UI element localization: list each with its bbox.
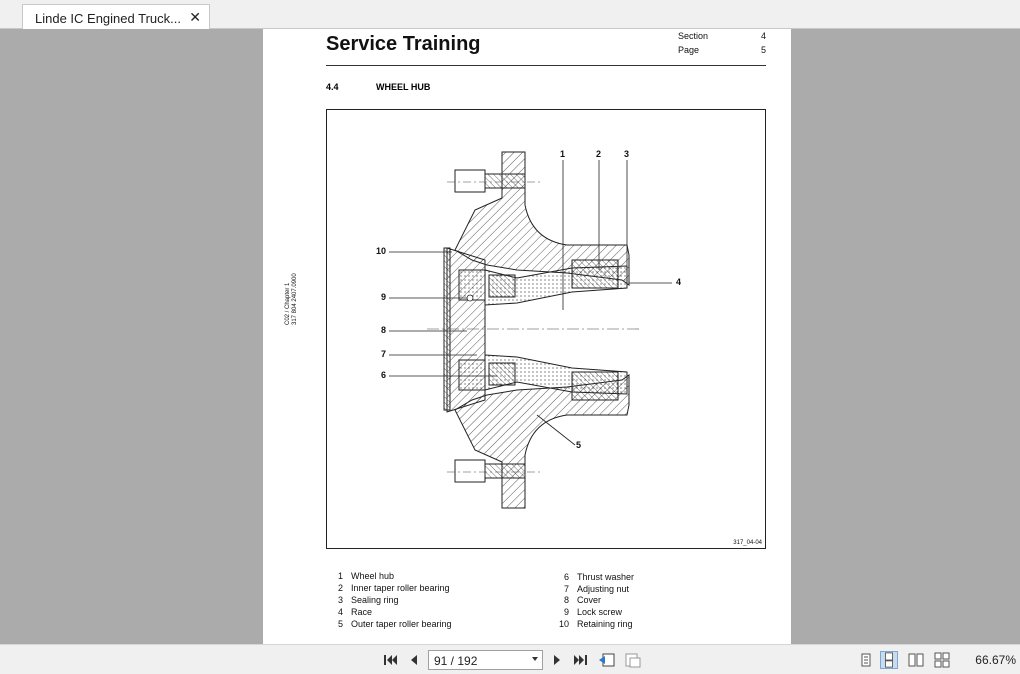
- legend-item: 10 Retaining ring: [559, 619, 633, 629]
- next-page-button[interactable]: [548, 651, 566, 669]
- legend-item: 4 Race: [338, 607, 373, 617]
- legend-item: 5 Outer taper roller bearing: [338, 619, 452, 629]
- legend-text: Outer taper roller bearing: [351, 619, 452, 629]
- continuous-page-icon: [885, 652, 893, 668]
- page-value: 5: [760, 45, 766, 55]
- callout-9: 9: [381, 292, 387, 302]
- chevron-down-icon: [532, 657, 538, 661]
- legend-num: 4: [337, 607, 343, 617]
- document-viewer[interactable]: Service Training Section 4 Page 5 4.4 WH…: [0, 29, 1020, 644]
- legend-item: 9 Lock screw: [564, 607, 623, 617]
- last-page-button[interactable]: [572, 651, 590, 669]
- previous-view-button[interactable]: [598, 651, 616, 669]
- legend-num: 8: [563, 595, 569, 605]
- wheel-hub-figure: 1 2 3 4 5 6 7 8 9 10 317_04-04: [326, 109, 766, 549]
- zoom-level[interactable]: 66.67%: [975, 653, 1016, 667]
- continuous-facing-icon: [934, 652, 950, 668]
- close-icon[interactable]: ✕: [189, 9, 201, 25]
- navigation-toolbar: 91 / 192: [0, 644, 1020, 674]
- prev-page-button[interactable]: [405, 651, 423, 669]
- prev-page-icon: [411, 655, 417, 665]
- section-title: WHEEL HUB: [376, 82, 431, 92]
- side-reference: C02 / Chapter 1 317 804 2407.0900: [285, 273, 299, 325]
- first-page-button[interactable]: [381, 651, 399, 669]
- legend-text: Retaining ring: [577, 619, 633, 629]
- pdf-page: Service Training Section 4 Page 5 4.4 WH…: [263, 29, 791, 644]
- legend-text: Race: [351, 607, 373, 617]
- legend-text: Wheel hub: [351, 571, 395, 581]
- wheel-hub-drawing: [389, 151, 672, 509]
- page-indicator: 91 / 192: [434, 654, 478, 668]
- legend-text: Cover: [577, 595, 602, 605]
- page-title: Service Training: [326, 33, 481, 55]
- legend-num: 6: [563, 572, 569, 582]
- facing-pages-icon: [908, 653, 924, 667]
- document-tab[interactable]: Linde IC Engined Truck... ✕: [22, 4, 210, 29]
- callout-7: 7: [381, 349, 387, 359]
- legend-item: 1 Wheel hub: [338, 571, 395, 581]
- header-divider: [326, 65, 766, 66]
- tab-bar: Linde IC Engined Truck... ✕: [0, 0, 1020, 29]
- continuous-facing-button[interactable]: [933, 651, 951, 669]
- legend-text: Adjusting nut: [577, 584, 630, 594]
- tab-scroll-stub[interactable]: [0, 4, 23, 29]
- first-page-icon: [384, 655, 397, 665]
- side-text-1: C02 / Chapter 1: [285, 282, 291, 325]
- side-text-2: 317 804 2407.0900: [292, 273, 298, 325]
- last-page-icon: [574, 655, 587, 665]
- callout-5: 5: [576, 440, 582, 450]
- legend-text: Thrust washer: [577, 572, 635, 582]
- section-number: 4.4: [326, 82, 339, 92]
- facing-view-button[interactable]: [907, 651, 925, 669]
- next-view-icon: [625, 653, 641, 668]
- legend-num: 5: [337, 619, 343, 629]
- legend-item: 2 Inner taper roller bearing: [338, 583, 450, 593]
- callout-8: 8: [381, 325, 387, 335]
- page-label: Page: [678, 45, 700, 55]
- section-meta: Section 4: [678, 31, 766, 41]
- callout-3: 3: [624, 149, 630, 159]
- legend-num: 1: [337, 571, 343, 581]
- callout-6: 6: [381, 370, 387, 380]
- section-value: 4: [760, 31, 766, 41]
- legend-text: Lock screw: [577, 607, 623, 617]
- legend-num: 2: [337, 583, 343, 593]
- previous-view-icon: [599, 653, 615, 667]
- page-number-select[interactable]: 91 / 192: [428, 650, 543, 670]
- legend-item: 8 Cover: [564, 595, 602, 605]
- legend-num: 7: [563, 584, 569, 594]
- next-page-icon: [554, 655, 560, 665]
- legend-text: Inner taper roller bearing: [351, 583, 450, 593]
- page-meta: Page 5: [678, 45, 766, 55]
- tab-title: Linde IC Engined Truck...: [35, 11, 181, 26]
- next-view-button[interactable]: [624, 651, 642, 669]
- callout-4: 4: [676, 277, 682, 287]
- legend-item: 3 Sealing ring: [338, 595, 399, 605]
- callout-1: 1: [560, 149, 566, 159]
- single-page-icon: [861, 653, 871, 667]
- legend-num: 9: [563, 607, 569, 617]
- legend-text: Sealing ring: [351, 595, 399, 605]
- section-label: Section: [678, 31, 709, 41]
- legend-item: 7 Adjusting nut: [564, 584, 630, 594]
- legend-num: 10: [558, 619, 569, 629]
- legend-num: 3: [337, 595, 343, 605]
- continuous-view-button[interactable]: [880, 651, 898, 669]
- legend-item: 6 Thrust washer: [564, 572, 635, 582]
- callout-10: 10: [376, 246, 387, 256]
- callout-2: 2: [596, 149, 602, 159]
- single-page-view-button[interactable]: [857, 651, 875, 669]
- figure-id: 317_04-04: [733, 540, 762, 546]
